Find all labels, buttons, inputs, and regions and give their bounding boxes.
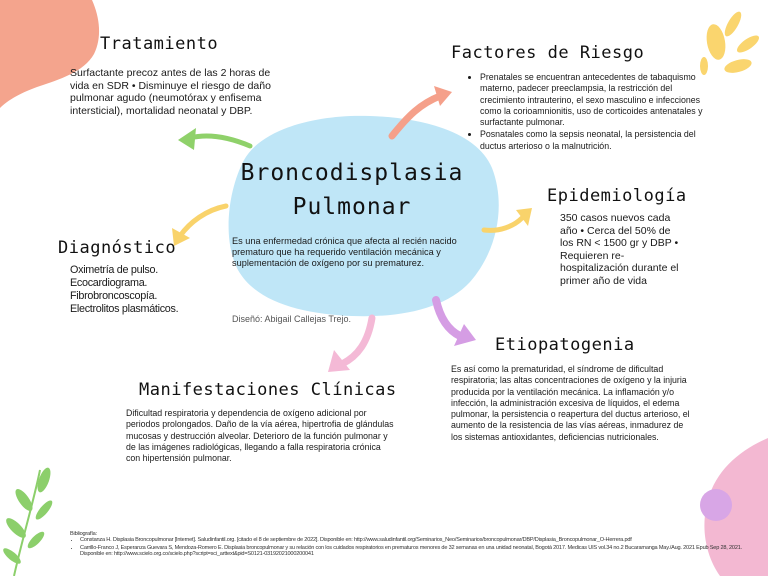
etiopatogenia-text: Es así como la prematuridad, el síndrome… <box>451 364 690 442</box>
bibliography-item: Constanza H. Displasia Broncopulmonar [I… <box>80 537 760 543</box>
diagnostico-item: Fibrobroncoscopía. <box>70 290 158 302</box>
bibliography-label: Bibliografía: <box>70 531 97 537</box>
bibliography-item: Carrillo-Franco J, Esperanza Guevara S, … <box>80 545 760 558</box>
tratamiento-title: Tratamiento <box>100 34 219 54</box>
diagnostico-item: Electrolitos plasmáticos. <box>70 303 179 315</box>
arrow-factores-icon <box>388 86 452 140</box>
epidemiologia-text: 350 casos nuevos cada año • Cerca del 50… <box>560 212 679 287</box>
diagnostico-item: Ecocardiograma. <box>70 277 148 289</box>
diagnostico-list: Oximetría de pulso. Ecocardiograma. Fibr… <box>70 264 210 316</box>
etiopatogenia-title: Etiopatogenia <box>495 335 635 355</box>
central-blob-shape <box>228 115 499 317</box>
arrow-manifestaciones-icon <box>328 314 376 372</box>
manifestaciones-text: Dificultad respiratoria y dependencia de… <box>126 408 394 464</box>
corner-salmon-shape <box>0 0 100 108</box>
factores-item-posnatales: Posnatales como la sepsis neonatal, la p… <box>480 129 704 152</box>
yellow-splash-icon <box>700 11 760 75</box>
epidemiologia-title: Epidemiología <box>547 186 687 206</box>
arrow-tratamiento-icon <box>178 128 253 150</box>
factores-title: Factores de Riesgo <box>451 43 645 63</box>
diagnostico-item: Oximetría de pulso. <box>70 264 158 276</box>
arrow-etiopatogenia-icon <box>432 296 476 346</box>
purple-dot-shape <box>700 489 732 521</box>
arrow-epidemiologia-icon <box>481 208 532 233</box>
corner-pink-shape <box>704 438 768 576</box>
tratamiento-text: Surfactante precoz antes de las 2 horas … <box>70 67 271 117</box>
bibliography: Bibliografía: Constanza H. Displasia Bro… <box>70 531 760 559</box>
center-title-line1: Broncodisplasia <box>240 160 464 186</box>
center-title-line2: Pulmonar <box>292 194 412 220</box>
factores-list: Prenatales se encuentran antecedentes de… <box>468 72 704 153</box>
factores-item-prenatales: Prenatales se encuentran antecedentes de… <box>480 72 704 128</box>
leaf-branch-icon <box>3 467 53 576</box>
manifestaciones-title: Manifestaciones Clínicas <box>139 380 397 400</box>
center-title: Broncodisplasia Pulmonar <box>232 156 472 224</box>
center-description: Es una enfermedad crónica que afecta al … <box>232 236 457 269</box>
arrow-diagnostico-icon <box>172 203 229 246</box>
design-credit: Diseñó: Abigail Callejas Trejo. <box>232 314 352 324</box>
diagnostico-title: Diagnóstico <box>58 238 177 258</box>
